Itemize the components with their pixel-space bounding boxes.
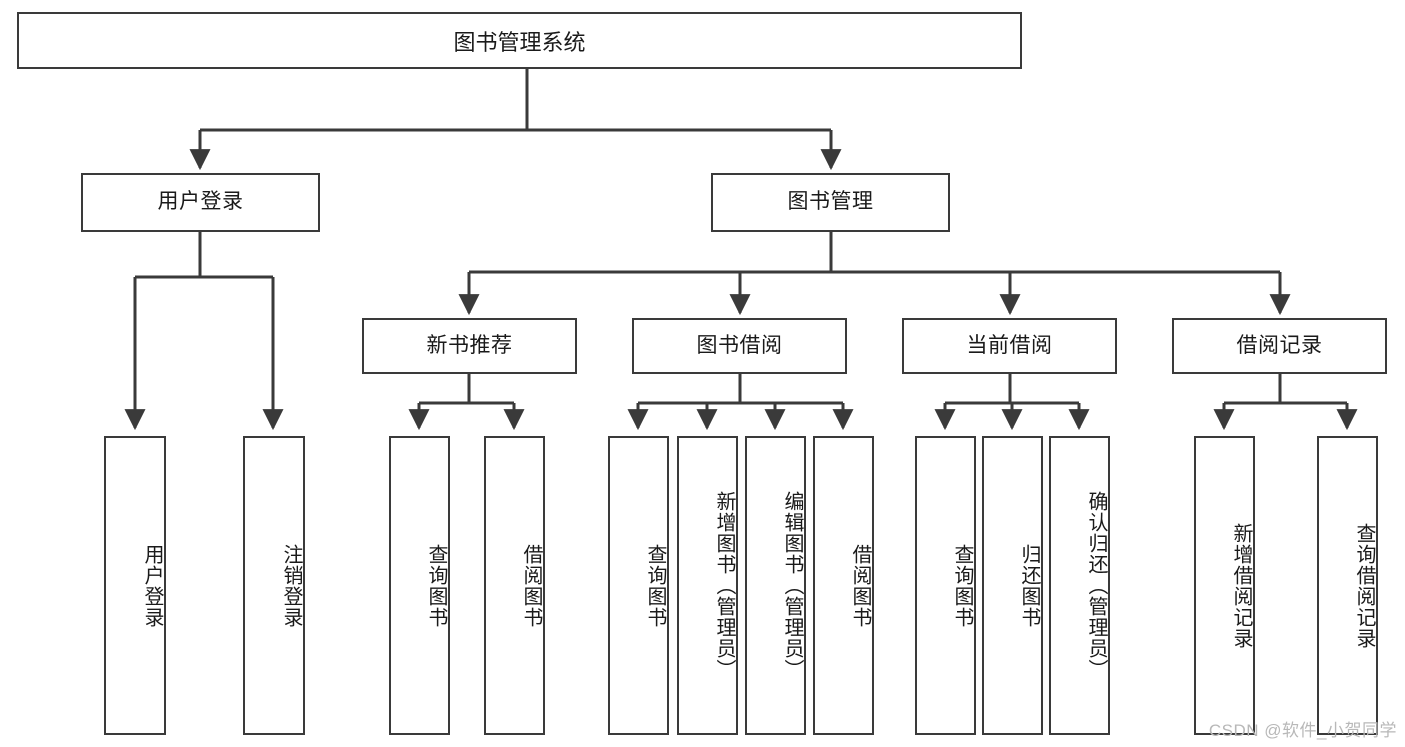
leaf-label: 归还图书 bbox=[1018, 543, 1040, 628]
leaf-label: 新增借阅记录 bbox=[1230, 522, 1252, 649]
leaf-label: 编辑图书（管理员） bbox=[781, 491, 803, 680]
leaf-user-login-logout[interactable]: 注销登录 bbox=[243, 436, 305, 735]
leaf-label: 用户登录 bbox=[141, 543, 163, 628]
leaf-label: 查询借阅记录 bbox=[1353, 522, 1375, 649]
leaf-current-query-book[interactable]: 查询图书 bbox=[915, 436, 976, 735]
leaf-current-confirm-return[interactable]: 确认归还（管理员） bbox=[1049, 436, 1110, 735]
leaf-borrow-edit-book[interactable]: 编辑图书（管理员） bbox=[745, 436, 806, 735]
node-book-management[interactable]: 图书管理 bbox=[711, 173, 950, 232]
node-root-system[interactable]: 图书管理系统 bbox=[17, 12, 1022, 69]
leaf-user-login-login[interactable]: 用户登录 bbox=[104, 436, 166, 735]
node-borrow-record[interactable]: 借阅记录 bbox=[1172, 318, 1387, 374]
leaf-label: 查询图书 bbox=[644, 543, 666, 628]
leaf-label: 借阅图书 bbox=[520, 543, 542, 628]
watermark: CSDN @软件_小贺同学 bbox=[1208, 721, 1397, 740]
leaf-label: 查询图书 bbox=[951, 543, 973, 628]
leaf-recommend-borrow-book[interactable]: 借阅图书 bbox=[484, 436, 545, 735]
node-new-book-recommend[interactable]: 新书推荐 bbox=[362, 318, 577, 374]
node-current-borrow[interactable]: 当前借阅 bbox=[902, 318, 1117, 374]
leaf-label: 注销登录 bbox=[280, 543, 302, 628]
leaf-label: 借阅图书 bbox=[849, 543, 871, 628]
leaf-record-query-record[interactable]: 查询借阅记录 bbox=[1317, 436, 1378, 735]
leaf-borrow-borrow-book[interactable]: 借阅图书 bbox=[813, 436, 874, 735]
leaf-borrow-add-book[interactable]: 新增图书（管理员） bbox=[677, 436, 738, 735]
leaf-borrow-query-book[interactable]: 查询图书 bbox=[608, 436, 669, 735]
leaf-label: 查询图书 bbox=[425, 543, 447, 628]
leaf-label: 确认归还（管理员） bbox=[1085, 491, 1107, 680]
leaf-label: 新增图书（管理员） bbox=[713, 491, 735, 680]
node-user-login[interactable]: 用户登录 bbox=[81, 173, 320, 232]
node-book-borrow[interactable]: 图书借阅 bbox=[632, 318, 847, 374]
leaf-current-return-book[interactable]: 归还图书 bbox=[982, 436, 1043, 735]
leaf-recommend-query-book[interactable]: 查询图书 bbox=[389, 436, 450, 735]
leaf-record-add-record[interactable]: 新增借阅记录 bbox=[1194, 436, 1255, 735]
